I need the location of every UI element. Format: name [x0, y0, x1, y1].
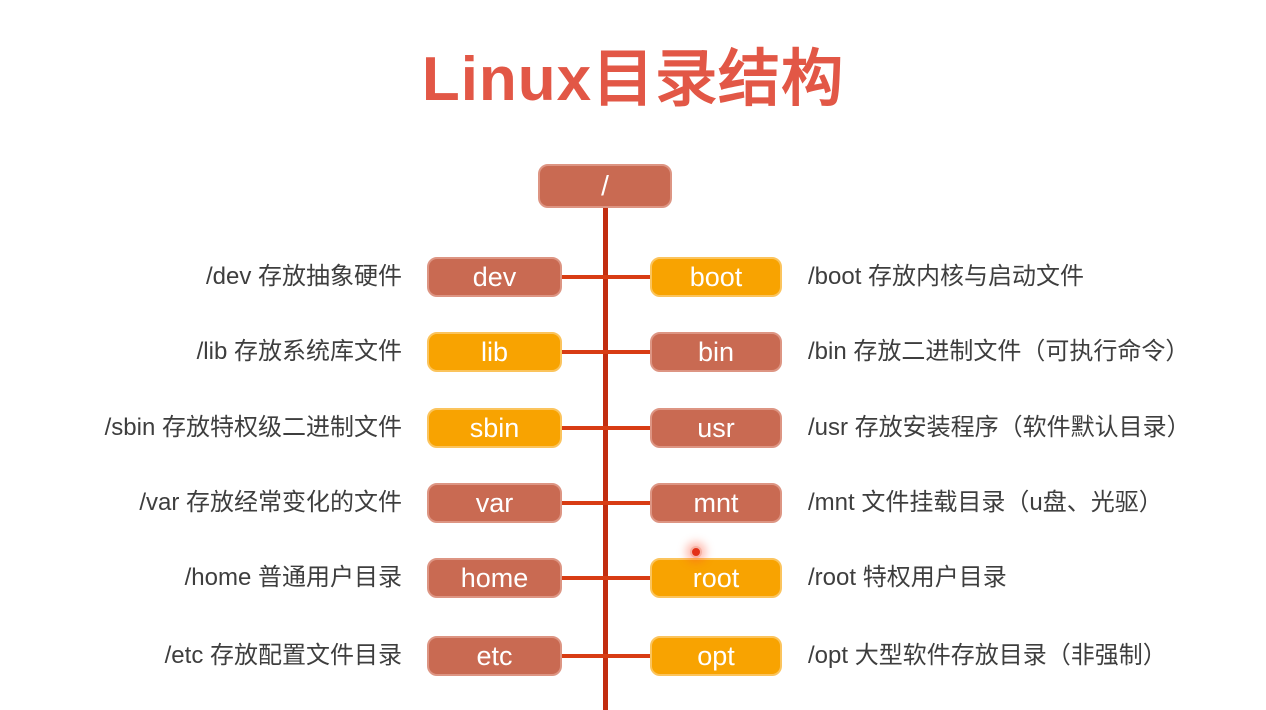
dir-box-sbin: sbin: [427, 408, 562, 448]
dir-box-home: home: [427, 558, 562, 598]
dir-box-etc: etc: [427, 636, 562, 676]
connector-line: [548, 654, 666, 658]
root-node: /: [538, 164, 672, 208]
dir-box-boot: boot: [650, 257, 782, 297]
dir-box-dev: dev: [427, 257, 562, 297]
dir-description-root: /root 特权用户目录: [808, 564, 1007, 591]
connector-line: [548, 576, 666, 580]
connector-line: [548, 275, 666, 279]
dir-box-bin: bin: [650, 332, 782, 372]
dir-description-boot: /boot 存放内核与启动文件: [808, 263, 1085, 290]
trunk-line: [603, 204, 608, 710]
pointer-highlight-dot: [690, 546, 702, 558]
dir-description-usr: /usr 存放安装程序（软件默认目录）: [808, 414, 1191, 441]
dir-description-lib: /lib 存放系统库文件: [196, 338, 402, 365]
dir-description-etc: /etc 存放配置文件目录: [164, 642, 402, 669]
dir-box-usr: usr: [650, 408, 782, 448]
connector-line: [548, 426, 666, 430]
dir-description-bin: /bin 存放二进制文件（可执行命令）: [808, 338, 1190, 365]
connector-line: [548, 350, 666, 354]
connector-line: [548, 501, 666, 505]
dir-box-mnt: mnt: [650, 483, 782, 523]
dir-description-var: /var 存放经常变化的文件: [139, 489, 402, 516]
dir-box-var: var: [427, 483, 562, 523]
dir-description-home: /home 普通用户目录: [184, 564, 402, 591]
dir-box-lib: lib: [427, 332, 562, 372]
page-title: Linux目录结构: [421, 45, 845, 114]
dir-description-opt: /opt 大型软件存放目录（非强制）: [808, 642, 1167, 669]
dir-description-dev: /dev 存放抽象硬件: [205, 263, 402, 290]
dir-description-mnt: /mnt 文件挂载目录（u盘、光驱）: [808, 489, 1163, 516]
dir-box-opt: opt: [650, 636, 782, 676]
dir-description-sbin: /sbin 存放特权级二进制文件: [104, 414, 402, 441]
dir-box-root: root: [650, 558, 782, 598]
